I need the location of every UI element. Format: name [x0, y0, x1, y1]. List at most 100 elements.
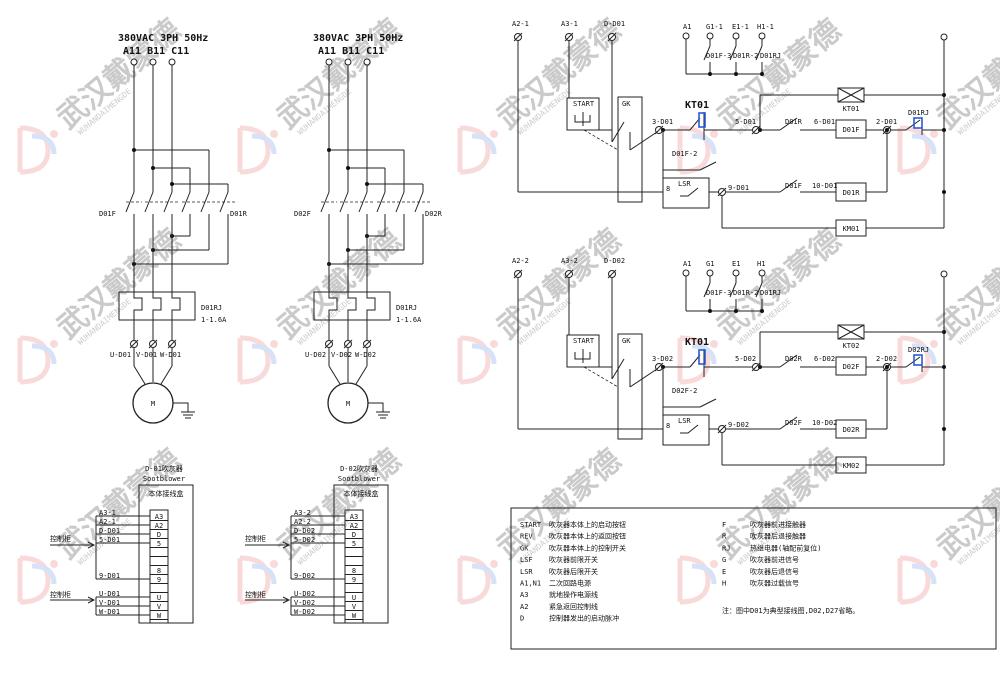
reverse-contactor-label: D02R — [425, 210, 443, 218]
node-label: 9-D01 — [728, 184, 749, 192]
terminal-label: 9 — [352, 576, 356, 584]
coil-label: D02F — [843, 363, 860, 371]
node-label: 2-D01 — [876, 118, 897, 126]
junction-dot — [885, 128, 889, 132]
forward-coil — [835, 119, 867, 139]
wire-label: 5-D01 — [99, 536, 120, 544]
box-header: 本体接线盒 — [344, 489, 379, 498]
forward-coil — [835, 356, 867, 376]
terminal-circle — [732, 269, 740, 277]
contact-label: D01F-2 — [672, 150, 697, 158]
wire-label: D-D01 — [99, 527, 120, 535]
gk-label: GK — [622, 100, 631, 108]
terminal-label: A2 — [155, 522, 163, 530]
box-title: D-01吹灰器 — [145, 464, 183, 473]
junction-dot — [132, 148, 136, 152]
lsr-number: 8 — [666, 185, 670, 193]
terminal-circle — [758, 269, 766, 277]
terminal-label: V — [352, 603, 357, 611]
svg-text:武汉戴蒙德: 武汉戴蒙德 — [51, 223, 188, 346]
cabinet-label: 控制柜 — [245, 534, 266, 543]
legend-desc: 吹灰器前进接触器 — [750, 520, 806, 529]
junction-dot — [942, 365, 946, 369]
junction-dot — [151, 166, 155, 170]
svg-text:武汉戴蒙德: 武汉戴蒙德 — [491, 13, 628, 136]
timer-coil-label: KT01 — [843, 105, 860, 113]
node-label: 6-D01 — [814, 118, 835, 126]
motor-label: M — [346, 400, 350, 408]
terminal-circle — [130, 58, 138, 66]
junction-dot — [708, 72, 712, 76]
terminal-label: D — [157, 531, 161, 539]
terminal-circle — [940, 33, 948, 41]
terminal-label: A3 — [155, 513, 163, 521]
timer-highlight — [698, 112, 706, 128]
legend-code: RJ — [722, 544, 730, 552]
output-u-label: U-D02 — [305, 351, 326, 359]
forward-contactor-label: D01F — [99, 210, 116, 218]
terminal-label: U — [352, 594, 356, 602]
junction-dot — [734, 309, 738, 313]
lsr-label: LSR — [678, 180, 691, 188]
start-button-box — [566, 97, 600, 131]
thermal-relay-box — [313, 291, 391, 321]
node-label: 3-D02 — [652, 355, 673, 363]
legend-desc: 紧急返回控制线 — [549, 602, 598, 611]
wire-label: V-D02 — [294, 599, 315, 607]
lsr-label: LSR — [678, 417, 691, 425]
legend-code: D — [520, 615, 524, 623]
lsr-number: 8 — [666, 422, 670, 430]
terminal-label: 8 — [157, 567, 161, 575]
signal-label: H1 — [757, 260, 765, 268]
terminal-circle — [758, 32, 766, 40]
legend-desc: 热继电器(轴配前复位) — [750, 543, 821, 552]
junction-dot — [760, 72, 764, 76]
svg-text:武汉戴蒙德: 武汉戴蒙德 — [491, 223, 628, 346]
junction-dot — [760, 309, 764, 313]
terminal-circle — [706, 32, 714, 40]
relay-highlight — [913, 117, 923, 129]
node-label: 3-D01 — [652, 118, 673, 126]
node-label: 5-D01 — [735, 118, 756, 126]
svg-text:武汉戴蒙德: 武汉戴蒙德 — [51, 13, 188, 136]
junction-dot — [365, 182, 369, 186]
input-label: A3-1 — [561, 20, 578, 28]
thermal-relay-range: 1-1.6A — [201, 316, 227, 324]
svg-text:武汉戴蒙德: 武汉戴蒙德 — [711, 223, 848, 346]
legend-code: G — [722, 556, 726, 564]
terminal-label: A3 — [350, 513, 358, 521]
gk-switch-box — [617, 333, 643, 440]
terminal-box-outline — [138, 484, 194, 624]
terminal-label: 5 — [352, 540, 356, 548]
legend-desc: 吹灰器后退信号 — [750, 567, 799, 576]
svg-text:武汉戴蒙德: 武汉戴蒙德 — [271, 13, 408, 136]
legend-code: A2 — [520, 603, 528, 611]
svg-text:武汉戴蒙德: 武汉戴蒙德 — [271, 223, 408, 346]
terminal-circle — [325, 58, 333, 66]
legend-desc: 吹灰器过载信号 — [750, 579, 799, 588]
signal-label: A1 — [683, 23, 691, 31]
gk-label: GK — [622, 337, 631, 345]
forward-contactor-label: D02F — [294, 210, 311, 218]
signal-label: A1 — [683, 260, 691, 268]
legend-code: A3 — [520, 591, 528, 599]
wire-label: W-D01 — [99, 608, 120, 616]
input-label: A2-2 — [512, 257, 529, 265]
terminal-circle — [682, 269, 690, 277]
coil-label: D01F — [843, 126, 860, 134]
signal-label: E1-1 — [732, 23, 749, 31]
start-button-box — [566, 334, 600, 368]
input-label: D-D01 — [604, 20, 625, 28]
wire-label: A2-1 — [99, 518, 116, 526]
terminal-circle — [732, 32, 740, 40]
legend-desc: 吹灰器前限开关 — [549, 555, 598, 564]
thermal-relay-label: D01RJ — [201, 304, 222, 312]
contact-label: D02F — [785, 419, 802, 427]
